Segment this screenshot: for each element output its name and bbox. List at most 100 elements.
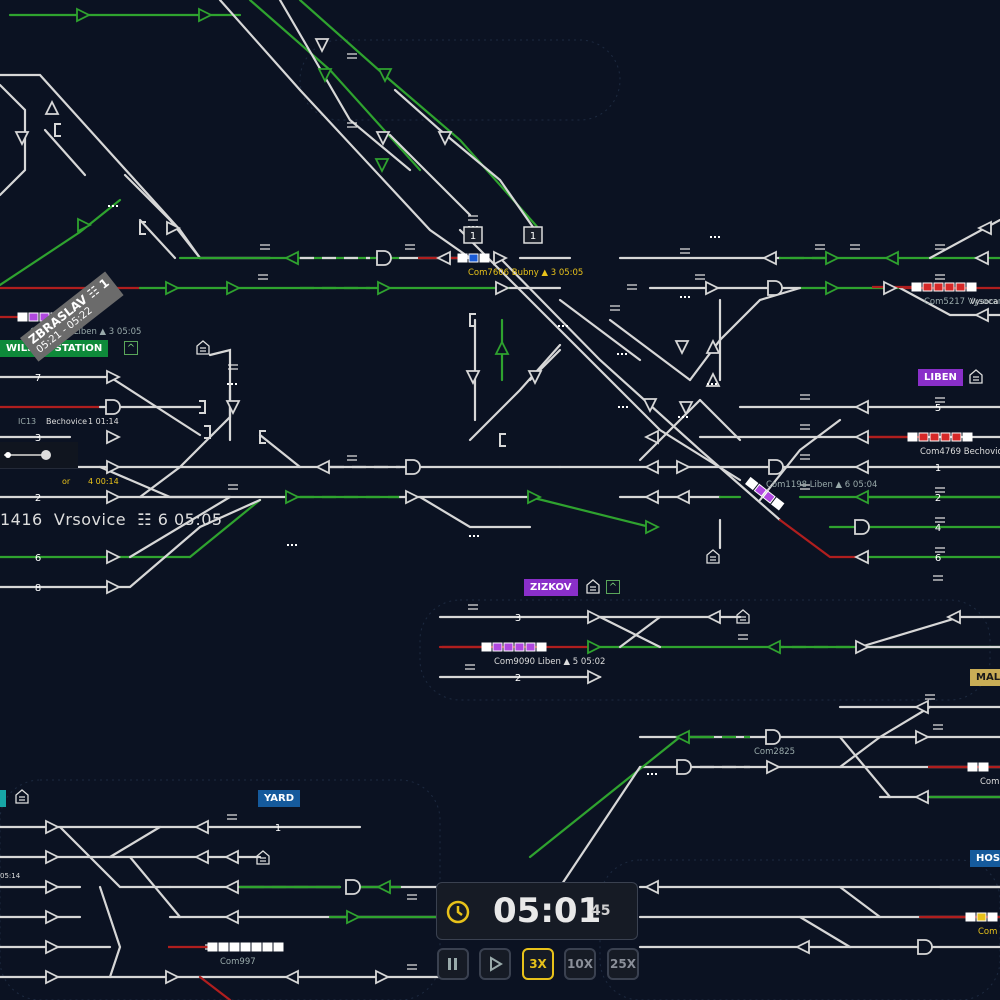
signal-icon[interactable] [527, 489, 543, 505]
station-label-cut[interactable] [0, 790, 6, 807]
block-signal-icon[interactable] [676, 759, 692, 775]
block-signal-icon[interactable] [105, 399, 121, 415]
signal-icon[interactable] [14, 131, 30, 147]
signal-icon[interactable] [883, 280, 899, 296]
track-segment[interactable] [498, 256, 782, 522]
track-segment[interactable] [618, 615, 662, 649]
signal-icon[interactable] [643, 489, 659, 505]
signal-icon[interactable] [76, 7, 92, 23]
signal-icon[interactable] [853, 549, 869, 565]
signal-icon[interactable] [283, 250, 299, 266]
signal-icon[interactable] [973, 250, 989, 266]
signal-icon[interactable] [106, 369, 122, 385]
signal-icon[interactable] [106, 549, 122, 565]
block-signal-icon[interactable] [767, 280, 783, 296]
signal-icon[interactable] [198, 7, 214, 23]
train-right-2[interactable] [965, 912, 998, 922]
signal-icon[interactable] [495, 280, 511, 296]
signal-icon[interactable] [853, 429, 869, 445]
track-segment[interactable] [123, 173, 202, 260]
signal-box[interactable]: 1 [523, 226, 543, 244]
expand-icon[interactable]: ^ [606, 580, 620, 594]
train-com4769[interactable] [907, 432, 973, 442]
station-label-male[interactable]: MALE [970, 669, 1000, 686]
block-signal-icon[interactable] [405, 459, 421, 475]
station-label-yard[interactable]: YARD [258, 790, 301, 807]
pause-button[interactable] [437, 948, 469, 980]
signal-icon[interactable] [45, 969, 61, 985]
signal-icon[interactable] [765, 639, 781, 655]
signal-icon[interactable] [314, 38, 330, 54]
station-house-icon[interactable] [15, 789, 29, 804]
track-segment[interactable] [128, 495, 232, 559]
signal-icon[interactable] [825, 280, 841, 296]
signal-icon[interactable] [674, 340, 690, 356]
signal-icon[interactable] [527, 370, 543, 386]
signal-icon[interactable] [283, 969, 299, 985]
signal-icon[interactable] [825, 250, 841, 266]
track-segment[interactable] [528, 495, 652, 529]
track-segment[interactable] [0, 198, 122, 287]
track-segment[interactable] [698, 398, 742, 442]
station-house-icon[interactable] [736, 609, 750, 624]
track-segment[interactable] [388, 133, 472, 217]
signal-icon[interactable] [766, 759, 782, 775]
signal-icon[interactable] [375, 131, 391, 147]
signal-icon[interactable] [45, 909, 61, 925]
track-segment[interactable] [608, 318, 692, 382]
track-segment[interactable] [418, 495, 532, 529]
signal-box[interactable]: 1 [463, 226, 483, 244]
station-house-icon[interactable] [256, 850, 270, 865]
signal-icon[interactable] [853, 399, 869, 415]
track-segment[interactable] [558, 298, 642, 362]
signal-icon[interactable] [165, 280, 181, 296]
track-segment[interactable] [138, 348, 232, 499]
signal-icon[interactable] [223, 849, 239, 865]
signal-icon[interactable] [645, 519, 661, 535]
signal-icon[interactable] [45, 939, 61, 955]
signal-icon[interactable] [223, 879, 239, 895]
signal-icon[interactable] [405, 489, 421, 505]
track-segment[interactable] [598, 615, 662, 649]
signal-icon[interactable] [587, 669, 603, 685]
track-segment[interactable] [638, 398, 702, 462]
signal-icon[interactable] [853, 459, 869, 475]
signal-icon[interactable] [226, 280, 242, 296]
train-com1198[interactable] [745, 476, 785, 511]
track-segment[interactable] [858, 615, 1000, 649]
track-segment[interactable] [58, 825, 172, 889]
track-segment[interactable] [838, 885, 882, 919]
signal-icon[interactable] [705, 280, 721, 296]
track-segment[interactable] [688, 286, 802, 382]
signal-icon[interactable] [794, 939, 810, 955]
track-segment[interactable] [278, 0, 412, 172]
station-house-icon[interactable] [969, 369, 983, 384]
track-segment[interactable] [798, 915, 852, 949]
signal-icon[interactable] [106, 579, 122, 595]
track-segment[interactable] [458, 228, 742, 482]
track-segment[interactable] [0, 73, 272, 260]
track-segment[interactable] [0, 498, 262, 589]
signal-icon[interactable] [193, 819, 209, 835]
signal-icon[interactable] [375, 969, 391, 985]
station-label-host[interactable]: HOST [970, 850, 1000, 867]
track-segment[interactable] [198, 975, 232, 1000]
block-signal-icon[interactable] [854, 519, 870, 535]
signal-icon[interactable] [587, 639, 603, 655]
signal-icon[interactable] [913, 789, 929, 805]
signal-icon[interactable] [437, 131, 453, 147]
station-house-icon[interactable] [196, 340, 210, 355]
train-right-1[interactable] [967, 762, 989, 772]
station-house-icon[interactable] [586, 579, 600, 594]
train-com7606[interactable] [457, 253, 490, 263]
track-segment[interactable] [218, 0, 472, 260]
signal-icon[interactable] [493, 250, 509, 266]
signal-icon[interactable] [374, 158, 390, 174]
signal-icon[interactable] [165, 969, 181, 985]
signal-icon[interactable] [705, 338, 721, 354]
signal-icon[interactable] [913, 699, 929, 715]
block-signal-icon[interactable] [376, 250, 392, 266]
block-signal-icon[interactable] [768, 459, 784, 475]
signal-icon[interactable] [377, 68, 393, 84]
